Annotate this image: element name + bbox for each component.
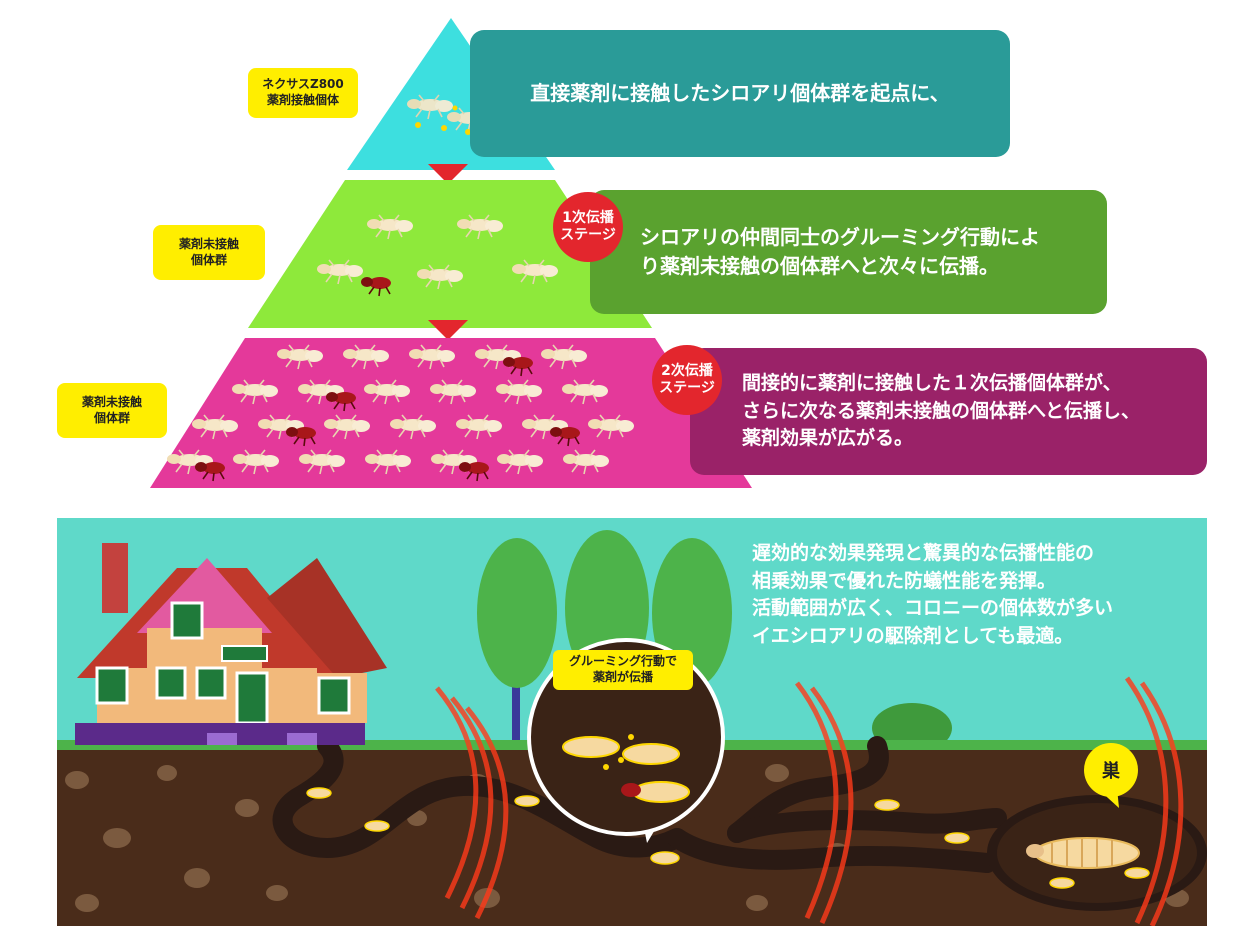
panel-first-spread: シロアリの仲間同士のグルーミング行動によ り薬剤未接触の個体群へと次々に伝播。 [590, 190, 1107, 314]
arrow-down-1 [428, 164, 468, 184]
grooming-label: グルーミング行動で 薬剤が伝播 [553, 650, 693, 690]
pyramid-graphic [150, 18, 752, 488]
nest-label: 巣 [1084, 743, 1138, 797]
queen-termite [1026, 837, 1140, 869]
tunnels [272, 736, 1007, 873]
pyramid-tier3 [150, 338, 752, 488]
scene-graphic [57, 530, 1207, 926]
scene-description: 遅効的な効果発現と驚異的な伝播性能の 相乗効果で優れた防蟻性能を発揮。 活動範囲… [752, 542, 1114, 647]
tier2-tag: 薬剤未接触 個体群 [153, 225, 265, 280]
tunnel-ants [306, 787, 1150, 889]
heat-streaks [435, 676, 1184, 926]
tier3-tag: 薬剤未接触 個体群 [57, 383, 167, 438]
panel-first-spread-text: シロアリの仲間同士のグルーミング行動によ り薬剤未接触の個体群へと次々に伝播。 [640, 225, 1040, 278]
stage1-badge: 1次伝播 ステージ [553, 192, 623, 262]
arrow-down-2 [428, 320, 468, 340]
panel-direct-contact-text: 直接薬剤に接触したシロアリ個体群を起点に、 [530, 81, 950, 105]
house-graphic [75, 543, 387, 745]
tier1-tag: ネクサスZ800 薬剤接触個体 [248, 68, 358, 118]
bubble-graphic [562, 734, 690, 803]
underground-scene: グルーミング行動で 薬剤が伝播 巣 遅効的な効果発現と驚異的な伝播性能の 相乗効… [57, 518, 1207, 926]
pyramid-tier2 [248, 180, 652, 328]
stage2-badge: 2次伝播 ステージ [652, 345, 722, 415]
panel-direct-contact: 直接薬剤に接触したシロアリ個体群を起点に、 [470, 30, 1010, 157]
panel-second-spread-text: 間接的に薬剤に接触した１次伝播個体群が、 さらに次なる薬剤未接触の個体群へと伝播… [742, 372, 1141, 450]
panel-second-spread: 間接的に薬剤に接触した１次伝播個体群が、 さらに次なる薬剤未接触の個体群へと伝播… [690, 348, 1207, 475]
